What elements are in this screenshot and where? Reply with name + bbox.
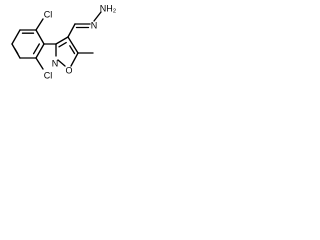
hydrazone-substituent: N NH₂	[67, 3, 117, 38]
isoxazole-double-bond-1	[58, 41, 67, 48]
amine-label: NH₂	[100, 3, 117, 13]
benzene-bond-3	[35, 43, 45, 59]
chlorine-bottom-label: Cl	[44, 70, 53, 80]
isoxazole-ring: N O	[52, 36, 79, 75]
chlorine-bottom-bond	[35, 57, 44, 70]
benzene-ring	[11, 29, 45, 59]
ring-oxygen-label: O	[65, 65, 72, 75]
ring-to-imine-carbon-bond	[67, 23, 76, 38]
isoxazole-c4-c5-bond	[67, 36, 79, 54]
benzene-double-bond-3	[14, 48, 19, 55]
chemical-structure: Cl Cl N O N NH₂	[11, 3, 117, 80]
benzene-double-bond-2	[32, 43, 40, 55]
benzene-bond-6	[11, 29, 21, 45]
benzene-bond-2	[35, 29, 45, 45]
hydrazone-n-n-bond	[93, 11, 102, 22]
chlorine-substituents: Cl Cl	[35, 9, 53, 80]
chlorine-top-label: Cl	[44, 9, 53, 19]
isoxazole-o-n-bond	[57, 59, 66, 67]
isoxazole-double-bond-2	[69, 45, 76, 55]
isoxazole-c3-c4-bond	[55, 36, 69, 45]
chlorine-top-bond	[35, 18, 44, 31]
isoxazole-c5-o-bond	[70, 52, 79, 67]
ring-nitrogen-label: N	[52, 58, 59, 68]
hydrazone-nitrogen-label: N	[91, 20, 98, 30]
